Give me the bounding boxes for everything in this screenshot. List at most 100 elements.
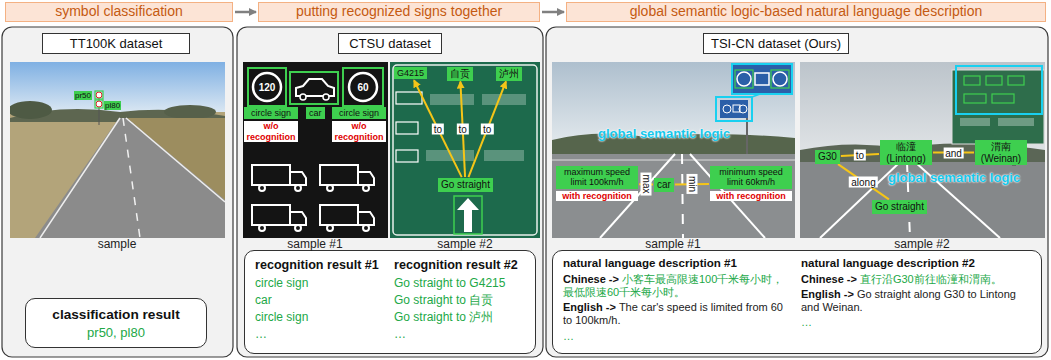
- expressway-photo: [964, 76, 980, 85]
- text-row: natural language description #1: [563, 257, 793, 271]
- text-row: Go straight to G4215: [394, 275, 525, 292]
- guide-sign-photo: [484, 150, 524, 161]
- edge-label: and: [943, 147, 964, 158]
- connector: [838, 164, 889, 199]
- text-column: G4215: [397, 68, 424, 78]
- node-text: putting recognized signs together: [296, 3, 502, 19]
- text-row: G30: [818, 151, 837, 163]
- road-photo: [95, 100, 103, 108]
- node-text: symbol classification: [55, 3, 183, 19]
- highway-photo: [716, 97, 752, 121]
- text-row: Chinese ->直行沿G30前往临潼和渭南。: [801, 273, 1031, 286]
- node-text: circle sign: [332, 107, 386, 119]
- node-text: CTSU dataset: [349, 36, 431, 51]
- node-text: maximum speed limit 100km/h: [556, 166, 638, 189]
- edge-label: to: [457, 124, 469, 135]
- guide-sign-photo: [482, 94, 526, 105]
- node-text: recognition result #2: [394, 258, 518, 272]
- class-tag: pr50: [74, 91, 92, 100]
- node-text: circle sign: [244, 107, 298, 119]
- logic-callout: global semantic logic: [598, 126, 730, 141]
- node-text: global semantic logic-based natural lang…: [630, 3, 983, 19]
- panel-background: [2, 27, 1048, 357]
- text-row: recognition result #1: [255, 257, 386, 275]
- sample-caption: sample #1: [287, 237, 342, 251]
- text-column: TT100K dataset: [47, 36, 185, 51]
- highway-photo: [773, 72, 787, 86]
- node-text: English ->: [801, 288, 854, 300]
- highway-photo: [739, 105, 747, 113]
- highway-photo: [746, 118, 748, 154]
- text-row: …: [801, 316, 1031, 329]
- edge-label: to: [432, 123, 444, 134]
- vehicle-sign-photo: [320, 165, 374, 185]
- text-row: 渭南 (Weinan): [978, 141, 1024, 164]
- vehicle-sign-photo: [327, 185, 333, 191]
- text-row: Go straight: [875, 201, 924, 213]
- text-column: putting recognized signs together: [259, 3, 539, 19]
- node-text: G4215: [397, 68, 424, 78]
- annotation-tag: 渭南 (Weinan): [975, 140, 1027, 165]
- guide-sign-photo: [390, 62, 540, 238]
- vehicle-sign-photo: [295, 185, 301, 191]
- vehicle-sign-photo: [349, 73, 377, 101]
- road-photo: [126, 118, 225, 202]
- annotation-tag: 临潼 (Lintong): [880, 140, 932, 165]
- highway-photo: [552, 154, 795, 238]
- text-row: w/o recognition: [244, 121, 298, 142]
- expressway-photo: [952, 70, 1044, 144]
- sample-caption: sample: [98, 237, 137, 251]
- expressway-photo: [960, 118, 990, 126]
- result-box: recognition result #1circle signcarcircl…: [244, 250, 536, 354]
- node-text: w/o recognition: [332, 121, 386, 142]
- highway-photo: [552, 160, 795, 161]
- vehicle-sign-photo: [252, 165, 374, 231]
- annotation-tag: G4215: [394, 67, 427, 79]
- annotation-tag: car: [654, 178, 674, 192]
- vehicle-sign-photo: [248, 68, 286, 106]
- node-text: …: [563, 330, 574, 342]
- node-text: natural language description #1: [563, 257, 737, 269]
- highway-photo: [682, 154, 683, 238]
- connector: [468, 81, 506, 177]
- node-text: with recognition: [556, 191, 638, 201]
- text-column: symbol classification: [6, 3, 232, 19]
- node-text: TSI-CN dataset (Ours): [711, 36, 841, 51]
- text-row: with recognition: [710, 191, 792, 201]
- highway-photo: [720, 100, 748, 118]
- node-text: 临潼 (Lintong): [886, 141, 925, 164]
- node-text: …: [255, 327, 267, 341]
- sample-caption: sample #2: [437, 237, 492, 251]
- text-column: Go straight: [441, 179, 490, 191]
- expressway-photo: [986, 76, 1002, 85]
- text-row: Go straight to 泸州: [394, 309, 525, 326]
- road-photo: [10, 62, 225, 238]
- node-text: TT100K dataset: [70, 36, 163, 51]
- road-photo: [96, 101, 102, 107]
- edge-label: to: [481, 124, 493, 135]
- text-row: TSI-CN dataset (Ours): [708, 36, 844, 51]
- text-column: maximum speed limit 100km/h with recognit…: [556, 166, 638, 201]
- panel-background: [546, 27, 1048, 357]
- text-row: natural language description #2: [801, 257, 1031, 271]
- text-row: Chinese ->小客车最高限速100千米每小时，最低限速60千米每小时。: [563, 273, 793, 299]
- text-row: …: [394, 326, 525, 343]
- text-column: car: [657, 179, 671, 191]
- edge-label: along: [849, 176, 877, 187]
- node-text: 泸州: [499, 68, 519, 79]
- text-column: 自贡: [450, 68, 470, 80]
- expressway-photo: [956, 66, 1042, 114]
- text-row: English ->The car's speed is limited fro…: [563, 301, 793, 327]
- node-text: classification result: [52, 307, 179, 322]
- guide-sign-photo: [454, 196, 482, 234]
- text-column: car: [309, 108, 322, 118]
- text-column: TSI-CN dataset (Ours): [708, 36, 844, 51]
- node-text: G30: [818, 151, 837, 162]
- highway-photo: [771, 70, 789, 88]
- text-row: TT100K dataset: [47, 36, 185, 51]
- connector: [542, 11, 564, 14]
- text-row: minimum speed limit 60km/h: [710, 166, 792, 189]
- node-text: …: [394, 327, 406, 341]
- edge-label: to: [854, 149, 866, 160]
- node-text: English ->: [563, 301, 616, 313]
